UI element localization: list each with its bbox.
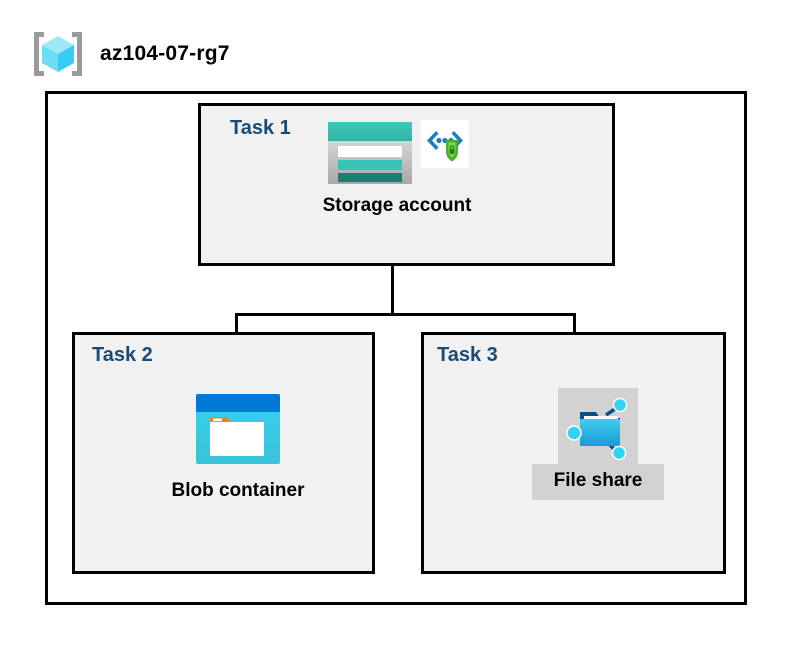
- file-share-caption-highlight: File share: [531, 464, 665, 500]
- task-1-label: Task 1: [230, 117, 291, 139]
- storage-account-caption: Storage account: [322, 195, 472, 216]
- resource-group-header: az104-07-rg7: [30, 28, 230, 80]
- node-storage-account[interactable]: Storage account: [297, 120, 497, 217]
- task-2-label: Task 2: [92, 344, 153, 366]
- blob-container-icon: [194, 392, 282, 466]
- file-share-caption: File share: [553, 470, 643, 491]
- node-file-share[interactable]: File share: [508, 388, 688, 500]
- storage-account-icon: [326, 120, 414, 186]
- connector-storage-stem: [391, 266, 394, 314]
- node-blob-container[interactable]: Blob container: [152, 392, 324, 502]
- blob-container-caption: Blob container: [171, 480, 305, 501]
- file-share-folder-icon: [562, 393, 634, 463]
- task-3-label: Task 3: [437, 344, 498, 366]
- file-share-selection-highlight: [558, 388, 638, 468]
- secure-endpoint-shield-icon: [420, 120, 469, 168]
- storage-account-icon-row: [326, 120, 469, 186]
- resource-group-name: az104-07-rg7: [100, 42, 230, 65]
- resource-group-cube-icon: [30, 28, 86, 80]
- connector-horizontal-bus: [235, 313, 576, 316]
